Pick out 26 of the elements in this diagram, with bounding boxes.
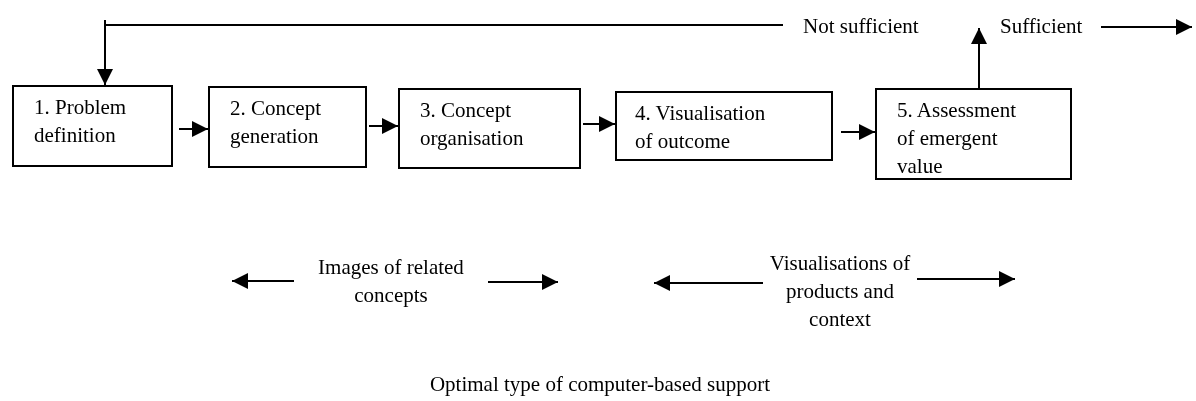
arrow (178, 121, 209, 137)
step-label: 3. Concept organisation (420, 97, 525, 152)
step-label: 5. Assessment of emergent value (897, 97, 1017, 180)
process-box (12, 85, 173, 167)
step-label: 1. Problem definition (34, 94, 128, 149)
text-label: Visualisations of products and context (765, 249, 915, 339)
process-box (615, 91, 833, 161)
arrow (582, 116, 616, 132)
process-box (398, 88, 581, 169)
caption: Optimal type of computer-based support (428, 371, 772, 398)
arrow (487, 274, 559, 290)
arrow (231, 273, 295, 289)
arrow (368, 118, 399, 134)
arrow (653, 275, 764, 291)
text-label: Images of related concepts (296, 253, 486, 313)
arrow (97, 24, 784, 86)
arrow (916, 271, 1016, 287)
process-box (208, 86, 367, 168)
arrow (971, 27, 987, 89)
step-label: 2. Concept generation (230, 95, 322, 150)
step-label: 4. Visualisation of outcome (635, 100, 767, 155)
text-label: Sufficient (979, 12, 1095, 40)
process-box (875, 88, 1072, 180)
text-label: Not sufficient (783, 12, 953, 40)
arrow (1100, 19, 1193, 35)
arrow (840, 124, 876, 140)
